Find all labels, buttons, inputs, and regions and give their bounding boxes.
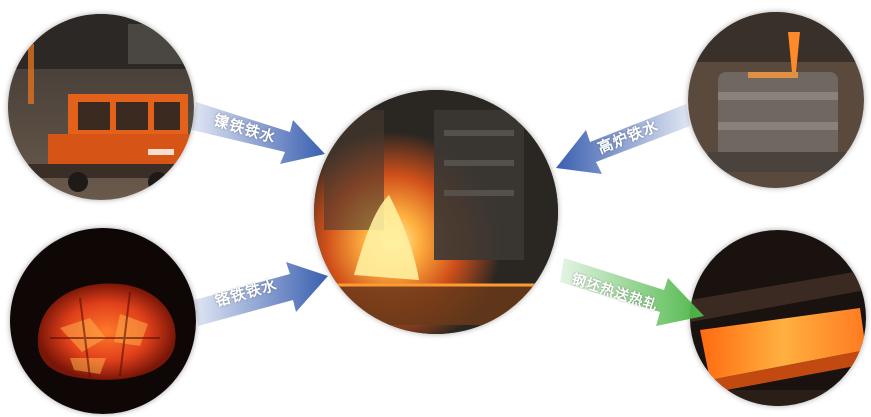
ladle-photo	[688, 12, 864, 188]
arrow-bf-iron	[552, 96, 692, 180]
furnace-photo	[314, 90, 558, 334]
arrow-ni-iron	[190, 92, 330, 172]
truck-photo	[8, 14, 194, 200]
arrow-hot-rolling	[560, 246, 710, 336]
arrow-cr-iron	[192, 256, 332, 336]
hot-slab-photo	[690, 230, 866, 406]
molten-slag-photo	[10, 228, 196, 414]
